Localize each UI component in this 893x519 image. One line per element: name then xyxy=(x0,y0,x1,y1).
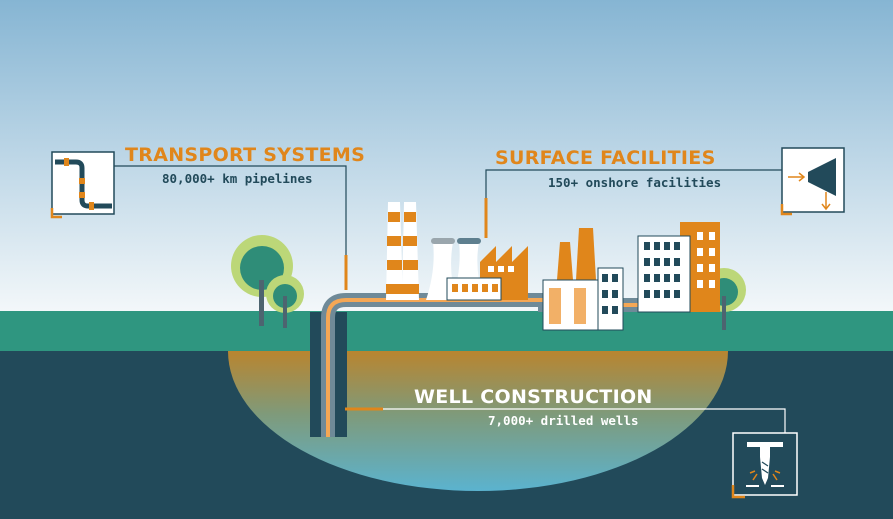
well-construction-subtitle: 7,000+ drilled wells xyxy=(488,413,639,428)
well-construction-title: WELL CONSTRUCTION xyxy=(414,386,653,408)
low-building xyxy=(446,277,502,301)
surface-facilities-subtitle: 150+ onshore facilities xyxy=(548,175,722,190)
chimney-stacks xyxy=(386,202,419,300)
ground-strip xyxy=(0,311,893,353)
transport-systems-subtitle: 80,000+ km pipelines xyxy=(162,171,313,186)
pipeline-icon xyxy=(50,151,115,219)
drill-rig-icon xyxy=(731,432,798,499)
refinery-building xyxy=(542,228,624,331)
compressor-icon xyxy=(780,147,845,216)
surface-facilities-title: SURFACE FACILITIES xyxy=(495,147,716,169)
tree-small-left xyxy=(266,275,304,328)
office-tower xyxy=(637,222,720,313)
leader-lines xyxy=(113,165,786,433)
transport-systems-title: TRANSPORT SYSTEMS xyxy=(125,144,366,166)
reservoir-bowl xyxy=(228,351,728,491)
